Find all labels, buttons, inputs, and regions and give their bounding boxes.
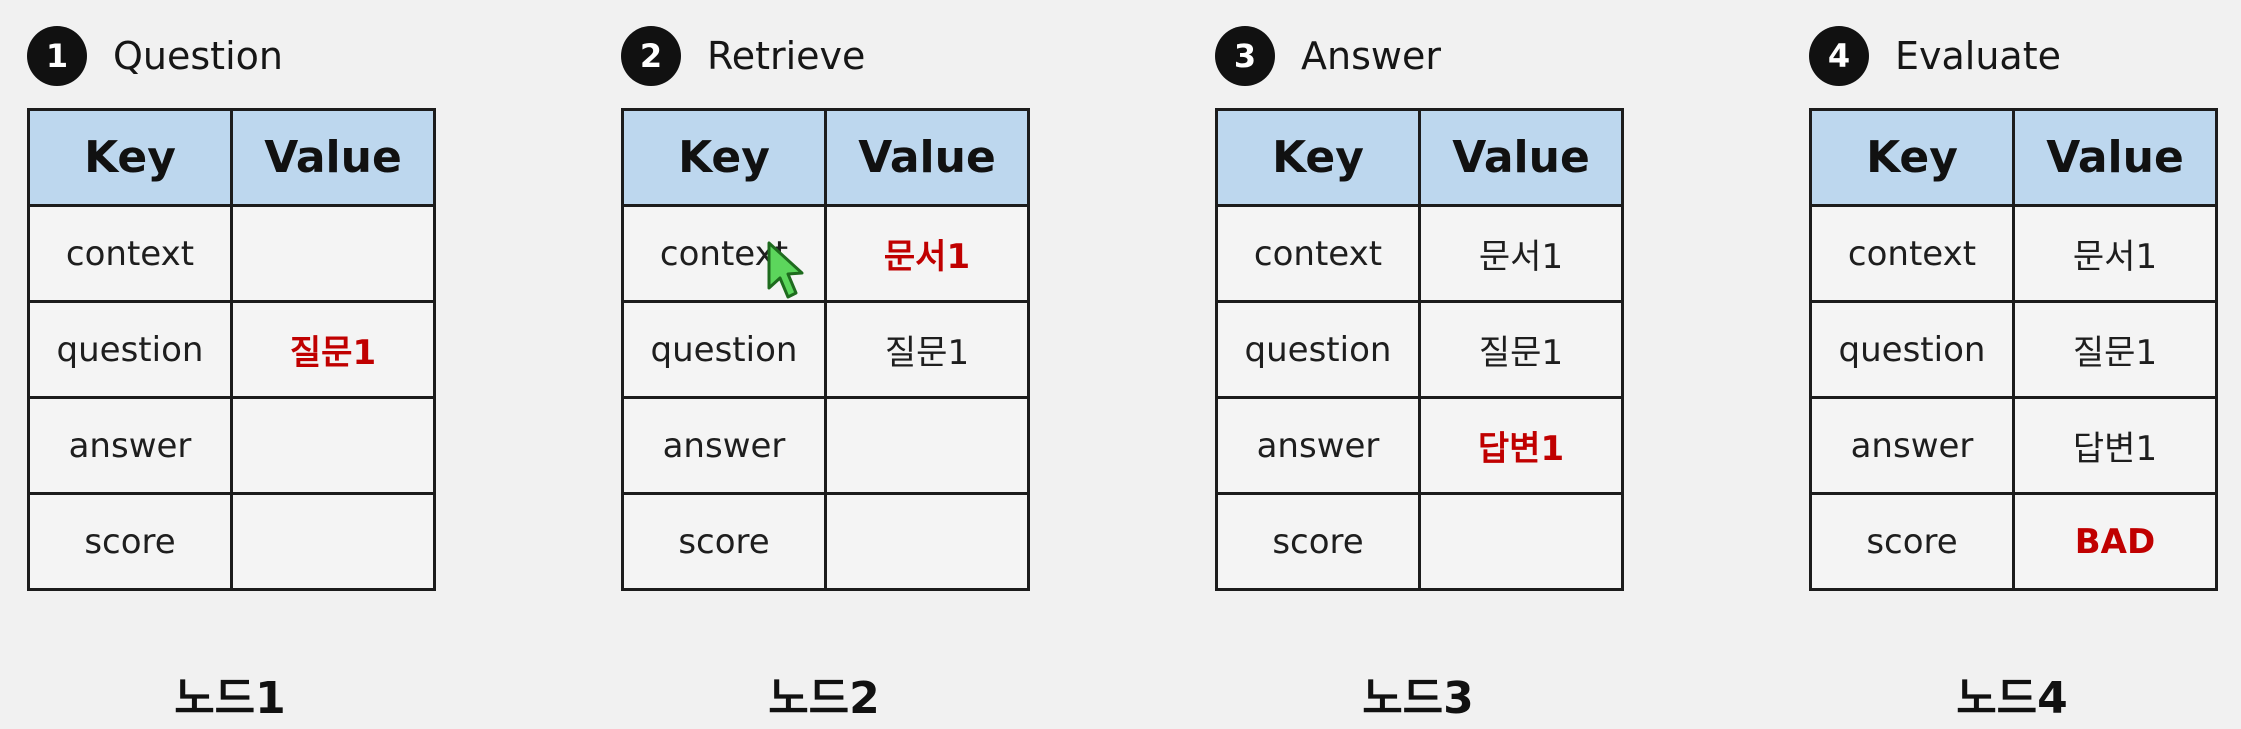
key-cell: score [621, 492, 827, 591]
state-table: Key Value context 문서1 question 질문1 answe… [621, 108, 1030, 591]
table-row: context 문서1 [1809, 204, 2218, 303]
value-cell [824, 492, 1030, 591]
key-cell: question [1215, 300, 1421, 399]
state-panel-3: 3 Answer Key Value context 문서1 question … [1215, 0, 1625, 729]
state-panel-4: 4 Evaluate Key Value context 문서1 questio… [1809, 0, 2219, 729]
table-row: score [1215, 492, 1624, 591]
key-cell: score [1809, 492, 2015, 591]
table-row: question 질문1 [27, 300, 436, 399]
key-cell: question [1809, 300, 2015, 399]
step-number-badge: 3 [1215, 26, 1275, 86]
key-cell: answer [1215, 396, 1421, 495]
key-cell: context [1215, 204, 1421, 303]
value-cell [230, 492, 436, 591]
table-row: answer [621, 396, 1030, 495]
table-header-row: Key Value [621, 108, 1030, 207]
state-table: Key Value context 문서1 question 질문1 answe… [1215, 108, 1624, 591]
state-table: Key Value context 문서1 question 질문1 answe… [1809, 108, 2218, 591]
step-number-badge: 1 [27, 26, 87, 86]
step-header: 3 Answer [1215, 26, 1441, 86]
table-row: score [621, 492, 1030, 591]
table-row: answer 답변1 [1809, 396, 2218, 495]
key-cell: question [27, 300, 233, 399]
state-panel-1: 1 Question Key Value context question 질문… [27, 0, 437, 729]
value-column-header: Value [2012, 108, 2218, 207]
value-cell [824, 396, 1030, 495]
value-cell-highlighted: 질문1 [230, 300, 436, 399]
value-cell: 질문1 [1418, 300, 1624, 399]
key-cell: answer [27, 396, 233, 495]
key-cell: context [1809, 204, 2015, 303]
step-number-badge: 2 [621, 26, 681, 86]
value-cell: 답변1 [2012, 396, 2218, 495]
key-column-header: Key [27, 108, 233, 207]
value-cell: 질문1 [824, 300, 1030, 399]
value-cell [230, 204, 436, 303]
key-column-header: Key [621, 108, 827, 207]
table-row: answer 답변1 [1215, 396, 1624, 495]
value-cell: 문서1 [1418, 204, 1624, 303]
table-header-row: Key Value [1215, 108, 1624, 207]
table-header-row: Key Value [27, 108, 436, 207]
table-row: context 문서1 [1215, 204, 1624, 303]
table-row: question 질문1 [621, 300, 1030, 399]
value-column-header: Value [1418, 108, 1624, 207]
key-cell: question [621, 300, 827, 399]
key-column-header: Key [1809, 108, 2015, 207]
value-column-header: Value [824, 108, 1030, 207]
key-cell: answer [621, 396, 827, 495]
value-cell [1418, 492, 1624, 591]
value-cell: 질문1 [2012, 300, 2218, 399]
step-header: 1 Question [27, 26, 283, 86]
table-row: context 문서1 [621, 204, 1030, 303]
value-cell-highlighted: 문서1 [824, 204, 1030, 303]
value-column-header: Value [230, 108, 436, 207]
state-table: Key Value context question 질문1 answer sc… [27, 108, 436, 591]
node-label: 노드4 [1956, 673, 2068, 724]
value-cell [230, 396, 436, 495]
step-title: Answer [1301, 34, 1441, 78]
value-cell-highlighted: 답변1 [1418, 396, 1624, 495]
step-title: Evaluate [1895, 34, 2061, 78]
value-cell: 문서1 [2012, 204, 2218, 303]
table-row: score BAD [1809, 492, 2218, 591]
state-panel-2: 2 Retrieve Key Value context 문서1 questio… [621, 0, 1031, 729]
table-header-row: Key Value [1809, 108, 2218, 207]
step-number-badge: 4 [1809, 26, 1869, 86]
node-label: 노드3 [1362, 673, 1474, 724]
table-row: score [27, 492, 436, 591]
step-title: Retrieve [707, 34, 866, 78]
table-row: question 질문1 [1809, 300, 2218, 399]
mouse-pointer-icon [767, 241, 804, 299]
table-row: answer [27, 396, 436, 495]
key-cell: context [27, 204, 233, 303]
key-cell: score [27, 492, 233, 591]
key-cell: answer [1809, 396, 2015, 495]
node-label: 노드2 [768, 673, 880, 724]
step-header: 2 Retrieve [621, 26, 865, 86]
key-cell: score [1215, 492, 1421, 591]
node-label: 노드1 [174, 673, 286, 724]
step-header: 4 Evaluate [1809, 26, 2061, 86]
key-column-header: Key [1215, 108, 1421, 207]
table-row: question 질문1 [1215, 300, 1624, 399]
value-cell-highlighted: BAD [2012, 492, 2218, 591]
table-row: context [27, 204, 436, 303]
step-title: Question [113, 34, 283, 78]
